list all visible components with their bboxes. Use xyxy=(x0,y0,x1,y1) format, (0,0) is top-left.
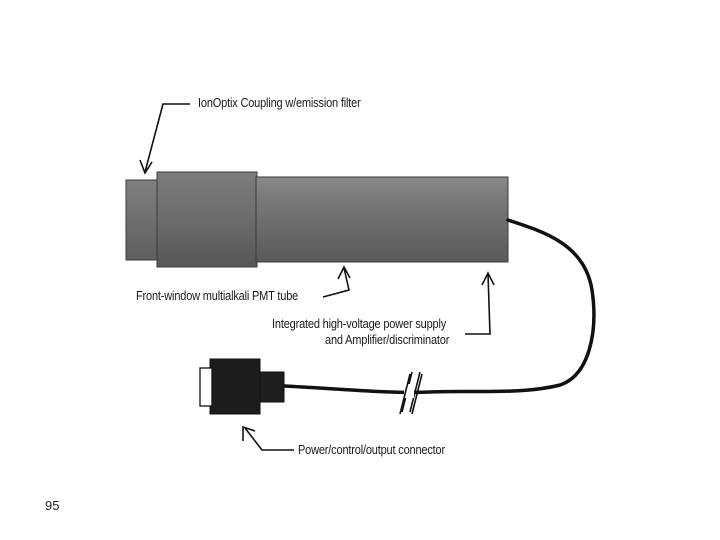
connector-body xyxy=(209,358,261,415)
pmt-tube-arrow xyxy=(322,267,350,298)
power-supply-arrow xyxy=(465,273,491,335)
power-supply-label-line1: Integrated high-voltage power supply xyxy=(272,317,447,331)
connector-strain-relief xyxy=(257,371,285,403)
coupling-cap xyxy=(125,179,159,261)
cable-break-gap xyxy=(404,384,414,398)
cable-path xyxy=(281,218,596,395)
cable xyxy=(281,218,596,415)
coupling-arrow xyxy=(144,103,190,173)
pmt-assembly xyxy=(125,171,509,268)
connector-pins xyxy=(199,367,213,407)
cable-break-mark-2 xyxy=(399,373,423,415)
connector-arrowhead xyxy=(242,425,256,441)
connector-label: Power/control/output connector xyxy=(298,443,445,457)
annotation-arrows xyxy=(139,103,495,451)
pmt-tube-arrowhead xyxy=(337,265,351,280)
connector-arrow xyxy=(244,427,294,451)
coupling-arrowhead xyxy=(139,159,153,175)
power-supply-arrowhead xyxy=(481,271,495,286)
pmt-tube-body xyxy=(255,176,509,263)
power-connector xyxy=(199,358,285,415)
power-supply-label-line2: and Amplifier/discriminator xyxy=(325,333,450,347)
pmt-tube-label: Front-window multialkali PMT tube xyxy=(136,289,299,303)
coupling-body xyxy=(156,171,258,268)
coupling-label: IonOptix Coupling w/emission filter xyxy=(198,96,361,110)
page-number: 95 xyxy=(45,498,60,513)
